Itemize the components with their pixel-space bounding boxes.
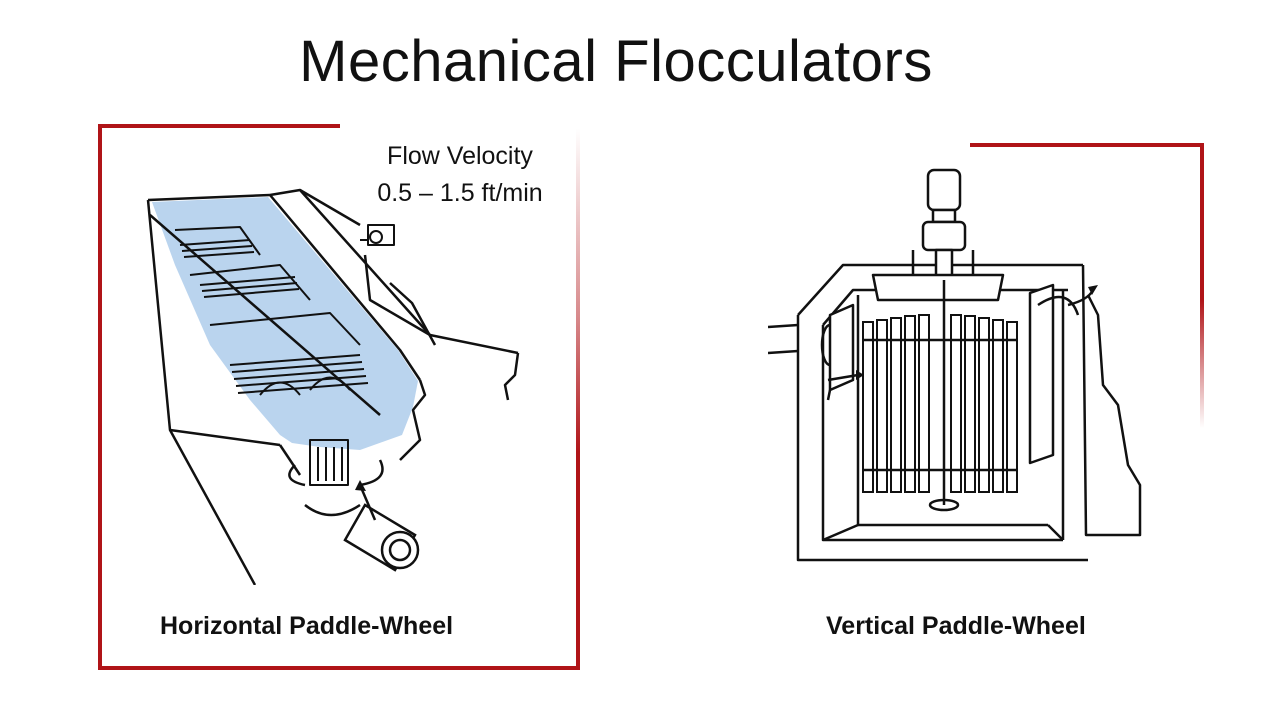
flow-velocity-line2: 0.5 – 1.5 ft/min (377, 179, 543, 207)
frame-left-top (98, 124, 340, 128)
frame-left-bottom (98, 666, 580, 670)
caption-vertical-paddle-wheel: Vertical Paddle-Wheel (826, 612, 1086, 640)
frame-left-right (576, 128, 580, 670)
horizontal-flocculator-illustration (146, 188, 520, 585)
frame-right-side (1200, 143, 1204, 428)
frame-right-top (970, 143, 1204, 147)
slide-title: Mechanical Flocculators (299, 29, 933, 94)
flow-velocity-line1: Flow Velocity (387, 142, 533, 170)
frame-left-side (98, 124, 102, 670)
water-fill (152, 197, 418, 450)
caption-horizontal-paddle-wheel: Horizontal Paddle-Wheel (160, 612, 454, 640)
vertical-flocculator-illustration (768, 168, 1142, 562)
flow-velocity-label: Flow Velocity 0.5 – 1.5 ft/min (350, 138, 570, 212)
